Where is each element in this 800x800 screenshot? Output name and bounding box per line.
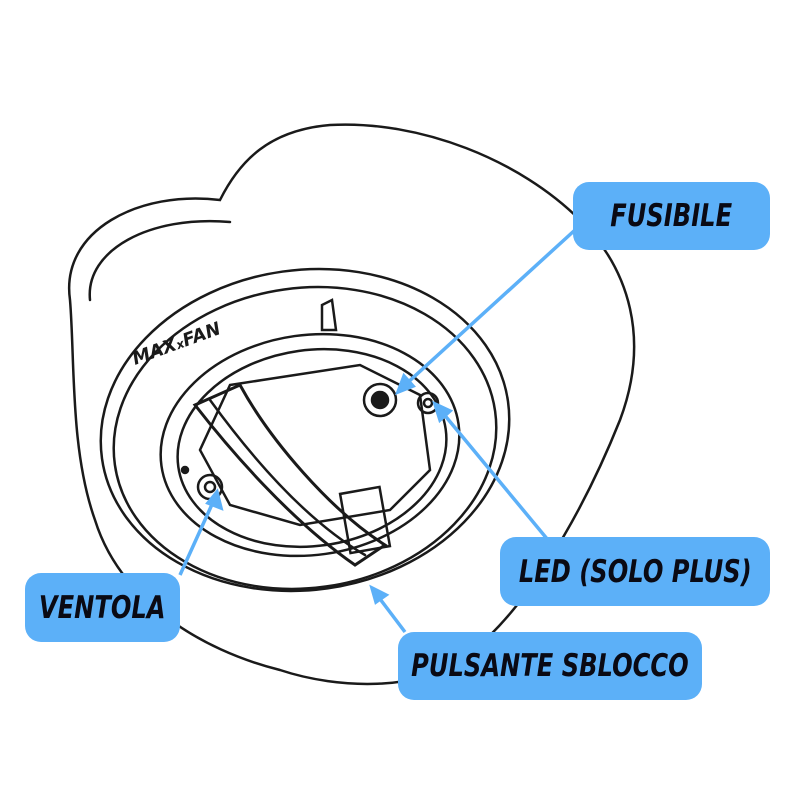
label-fuse: FUSIBILE <box>573 182 770 250</box>
arrow-fan <box>178 499 216 576</box>
inner-bezel <box>176 347 448 549</box>
inner-plate <box>198 363 432 527</box>
inner-ring <box>159 332 461 558</box>
top-pin <box>320 298 338 332</box>
label-led: LED (SOLO PLUS) <box>500 537 770 606</box>
arrow-fuse <box>403 228 577 387</box>
housing-inner-edge <box>88 219 232 302</box>
ring-lip <box>112 285 498 591</box>
callout-arrows <box>178 228 577 634</box>
arrow-release <box>375 593 407 634</box>
fuse-holder <box>362 382 398 418</box>
release-handle <box>192 383 388 567</box>
arrow-led <box>440 410 550 542</box>
label-fan: VENTOLA <box>25 573 180 642</box>
label-release-button: PULSANTE SBLOCCO <box>398 632 702 700</box>
latch <box>338 485 392 555</box>
outer-ring <box>99 267 511 593</box>
brand-logo: MAXxFAN <box>130 318 224 369</box>
led <box>416 391 440 415</box>
